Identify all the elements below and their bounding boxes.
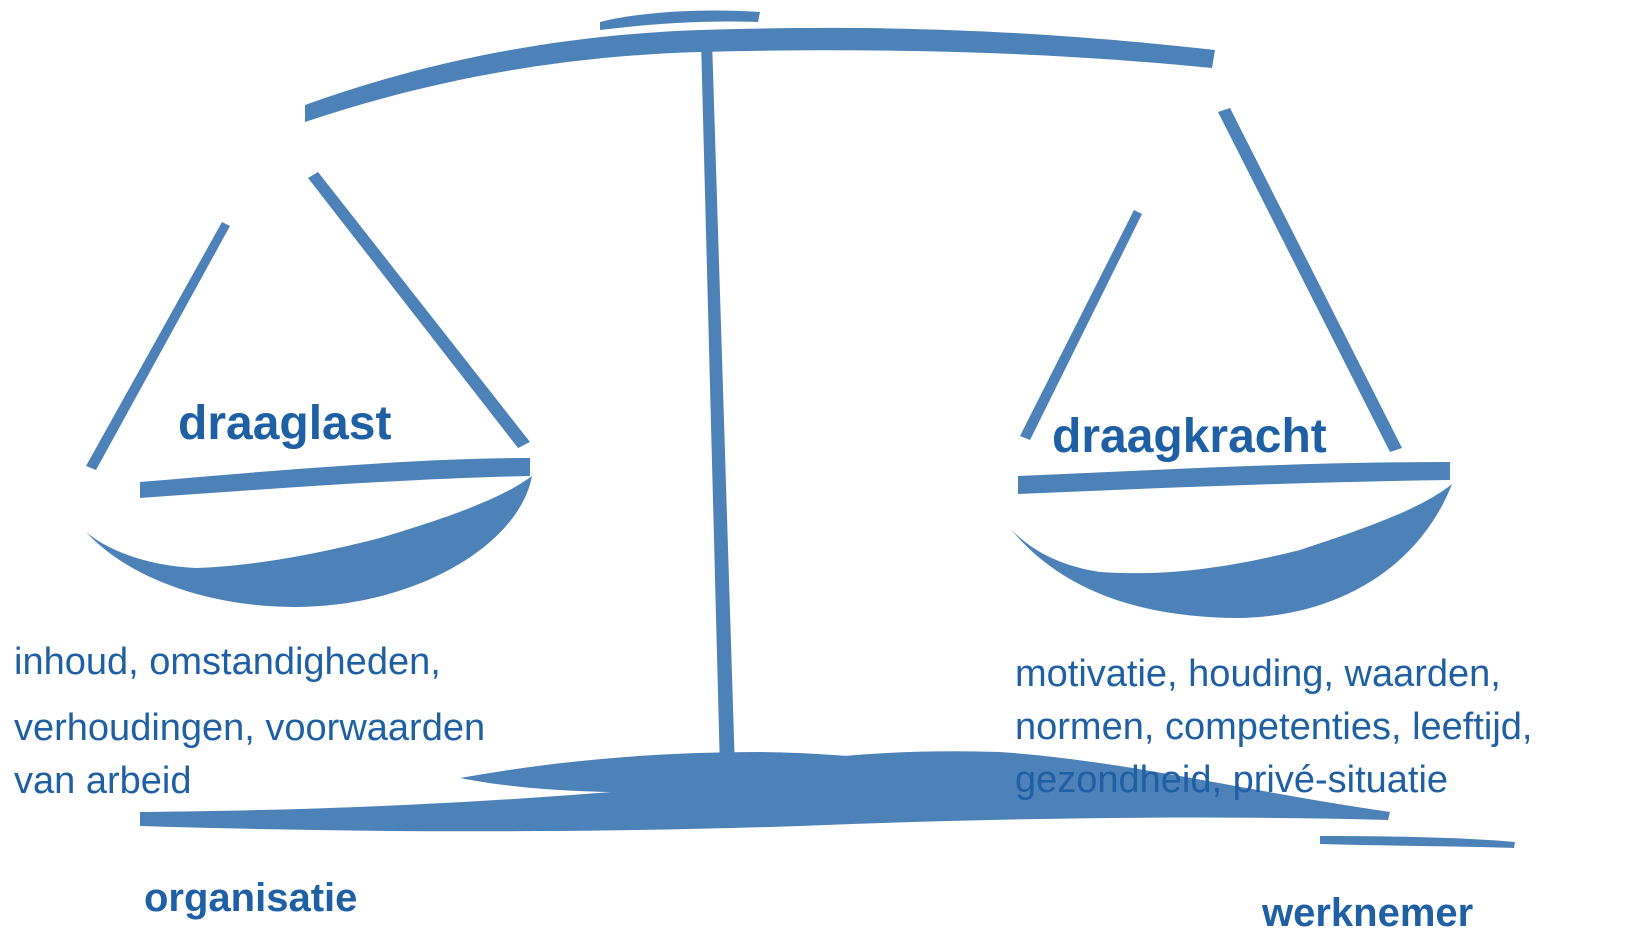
left-party-label: organisatie — [144, 878, 357, 918]
left-pan-title: draaglast — [178, 400, 391, 448]
left-description-line: inhoud, omstandigheden, — [14, 636, 485, 688]
left-description-line: verhoudingen, voorwaarden — [14, 702, 485, 754]
right-description-line: motivatie, houding, waarden, — [1015, 648, 1533, 701]
left-description-line: van arbeid — [14, 755, 485, 807]
right-description: motivatie, houding, waarden, normen, com… — [1015, 648, 1533, 808]
right-pan-rim — [1018, 462, 1450, 494]
center-pillar — [701, 40, 735, 770]
right-pan-title: draagkracht — [1052, 413, 1327, 461]
right-pan-bowl — [1010, 484, 1452, 618]
right-string-inner — [1218, 108, 1402, 452]
base-right-stroke — [1320, 836, 1515, 848]
scale-beam — [305, 28, 1215, 122]
right-string-outer — [1020, 210, 1142, 440]
right-description-line: normen, competenties, leeftijd, — [1015, 701, 1533, 754]
beam-top-flourish — [600, 10, 760, 30]
right-description-line: gezondheid, privé-situatie — [1015, 754, 1533, 807]
left-pan-rim — [140, 458, 530, 498]
left-description: inhoud, omstandigheden, verhoudingen, vo… — [14, 636, 485, 807]
right-party-label: werknemer — [1262, 893, 1473, 933]
